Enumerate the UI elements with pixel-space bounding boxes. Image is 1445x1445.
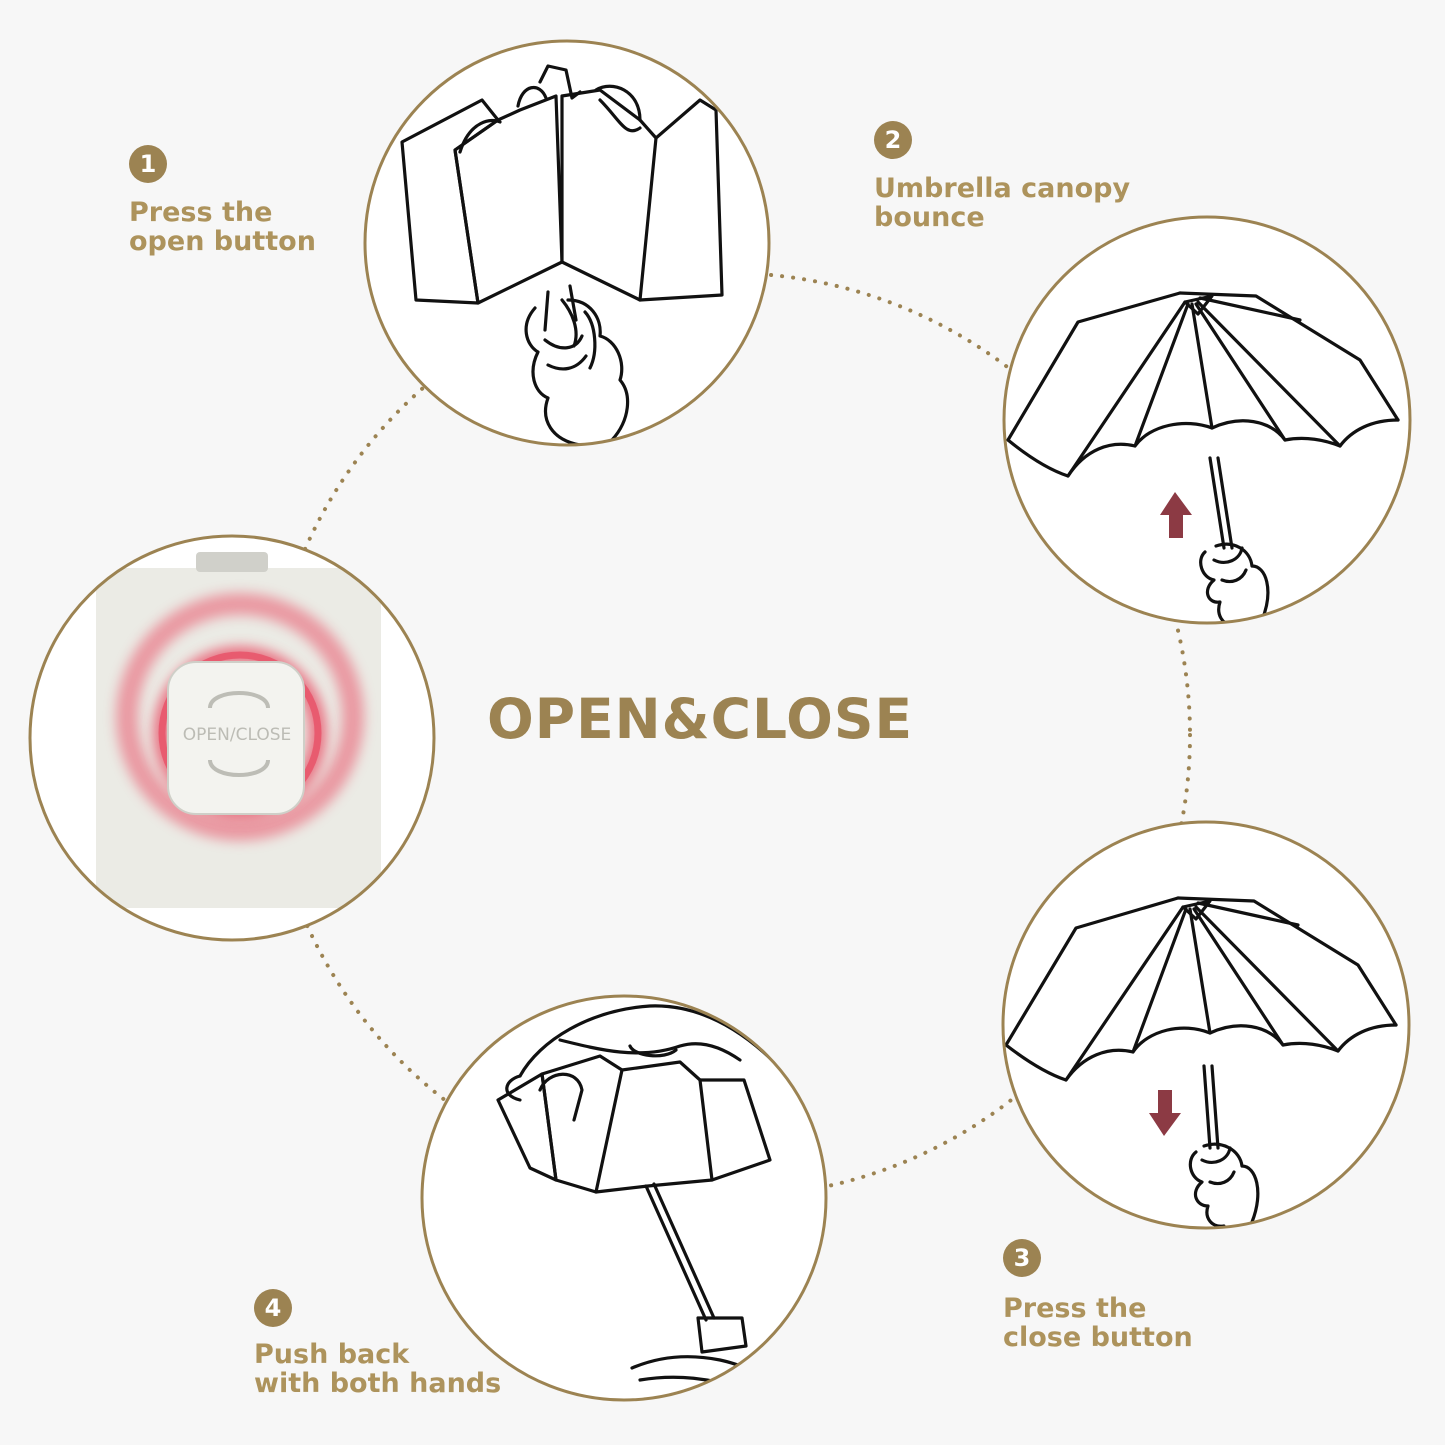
- step-3-badge: 3: [1003, 1239, 1041, 1277]
- step-1-label: Press the open button: [129, 198, 316, 256]
- step-2-line-2: bounce: [874, 202, 985, 233]
- step-3-line-2: close button: [1003, 1322, 1193, 1353]
- button-caption: OPEN/CLOSE: [183, 725, 291, 745]
- page-title: OPEN&CLOSE: [487, 687, 914, 751]
- step-4-badge: 4: [254, 1289, 292, 1327]
- open-umbrella-up-illustration: [1002, 215, 1412, 625]
- open-close-button: [167, 661, 305, 815]
- step-3-line-1: Press the: [1003, 1293, 1147, 1324]
- step-4-label: Push back with both hands: [254, 1340, 501, 1398]
- up-arrow-icon: [1160, 492, 1192, 538]
- open-close-button-closeup: [28, 534, 436, 942]
- step-3-label: Press the close button: [1003, 1294, 1193, 1352]
- step-2-line-1: Umbrella canopy: [874, 173, 1131, 204]
- step-4-line-1: Push back: [254, 1339, 410, 1370]
- folded-umbrella-illustration: [363, 39, 771, 447]
- open-umbrella-down-illustration: [1001, 820, 1411, 1230]
- step-1-badge: 1: [129, 145, 167, 183]
- step-2-label: Umbrella canopy bounce: [874, 174, 1130, 232]
- step-1-line-1: Press the: [129, 197, 273, 228]
- step-4-line-2: with both hands: [254, 1368, 502, 1399]
- outer-highlight-ring: [116, 593, 364, 841]
- down-arrow-icon: [1149, 1090, 1181, 1136]
- step-1-line-2: open button: [129, 226, 316, 257]
- step-2-badge: 2: [874, 121, 912, 159]
